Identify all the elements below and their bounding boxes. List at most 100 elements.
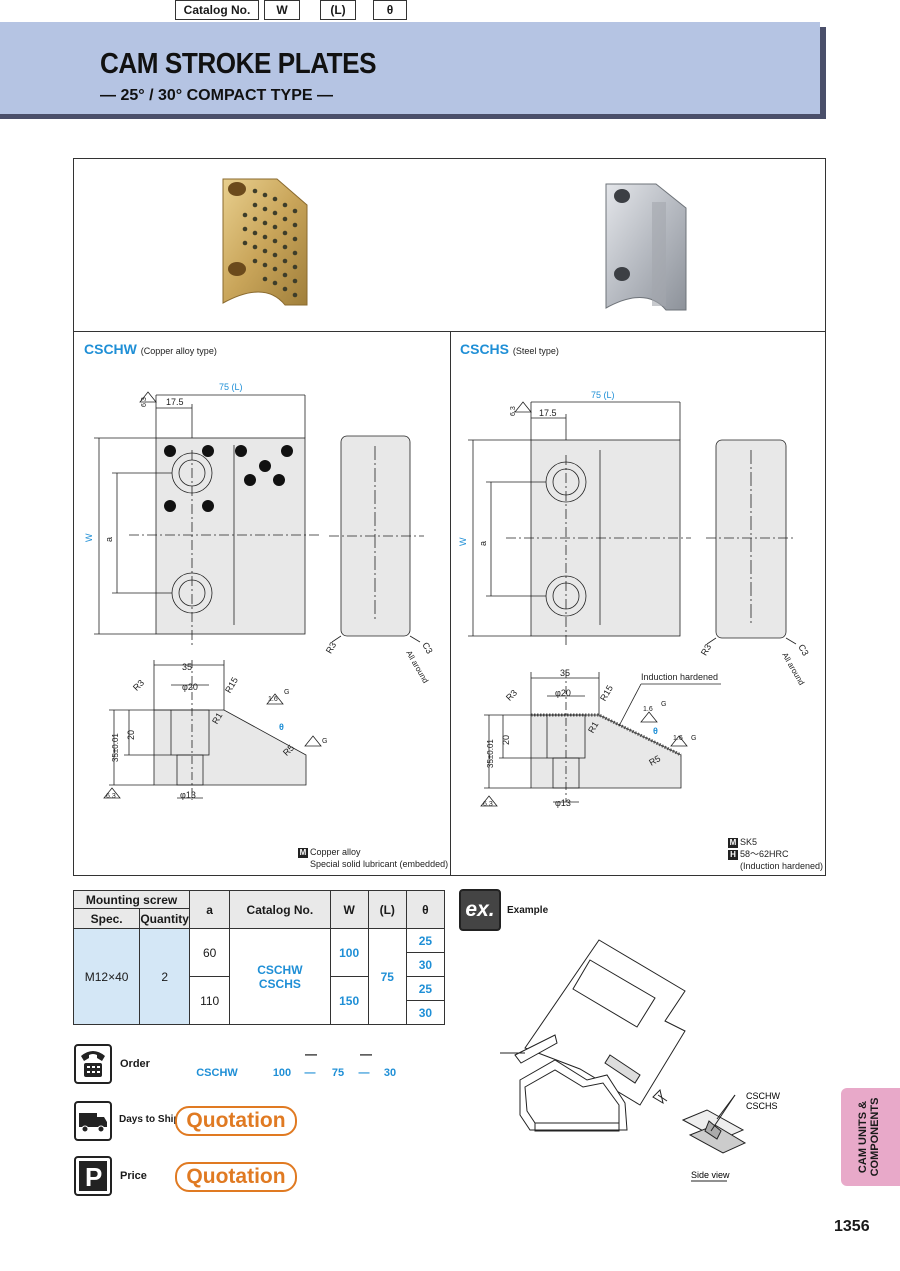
photo-divider <box>73 331 826 332</box>
dia20-left: φ20 <box>182 682 198 692</box>
dim-w-left: W <box>84 533 94 542</box>
cell-w-100: 100 <box>329 928 369 977</box>
order-label: Order <box>120 1058 150 1070</box>
r3b-left: R3 <box>131 678 146 693</box>
truck-icon <box>74 1101 112 1141</box>
cell-theta-4: 30 <box>405 1000 446 1025</box>
h-tag-right: H <box>728 850 738 860</box>
dim-a-left: a <box>104 537 114 542</box>
induction-label: Induction hardened <box>641 672 718 682</box>
catalog-cschw: CSCHW <box>257 962 303 977</box>
dim-35-right: 35 <box>560 668 570 678</box>
dia13-right: φ13 <box>555 798 571 808</box>
r1-left: R1 <box>210 711 224 726</box>
dim-17-5-left: 17.5 <box>166 397 184 407</box>
dia20-right: φ20 <box>555 688 571 698</box>
cell-a-60: 60 <box>189 928 231 977</box>
order-val-dash-2: — <box>358 1067 370 1079</box>
dim-20-left: 20 <box>126 730 136 740</box>
order-val-l: 75 <box>331 1067 345 1079</box>
cell-w-150: 150 <box>329 976 369 1025</box>
th-l: (L) <box>367 890 407 929</box>
dim-75l-left: 75 (L) <box>219 382 243 392</box>
example-callout-cschw: CSCHW <box>746 1091 781 1101</box>
dim-17-5-right: 17.5 <box>539 408 557 418</box>
dim-35tol-left: 35±0.01 <box>111 733 120 762</box>
cschs-hardness-note: (Induction hardened) <box>740 861 824 871</box>
c3-right: C3 <box>796 643 810 658</box>
category-tab[interactable]: CAM UNITS &COMPONENTS <box>841 1088 900 1186</box>
cschw-lubricant: Special solid lubricant (embedded) <box>310 859 449 869</box>
dim-35-left: 35 <box>182 662 192 672</box>
svg-text:P: P <box>85 1162 102 1192</box>
cschw-type: (Copper alloy type) <box>140 346 217 356</box>
category-tab-label: CAM UNITS &COMPONENTS <box>857 1088 881 1186</box>
r3-left: R3 <box>324 640 338 655</box>
category-line-2: COMPONENTS <box>869 1097 881 1177</box>
days-to-ship-quotation: Quotation <box>175 1106 297 1136</box>
cschs-code: CSCHS <box>460 341 510 357</box>
dim-a-right: a <box>478 541 488 546</box>
cell-qty: 2 <box>139 928 191 1025</box>
cschs-hardness: 58～62HRC <box>740 849 789 859</box>
order-col-l: (L) <box>320 0 356 20</box>
price-icon: P <box>74 1156 112 1196</box>
th-a: a <box>189 890 231 929</box>
dim-6-3-right: 6.3 <box>510 406 517 416</box>
dim-75l-right: 75 (L) <box>591 390 615 400</box>
g-left: G <box>284 689 289 696</box>
order-dash-2: — <box>360 1047 372 1061</box>
steel-plate-photo <box>605 183 687 311</box>
column-divider <box>450 331 451 876</box>
cschs-type: (Steel type) <box>512 346 559 356</box>
order-val-dash-1: — <box>304 1067 316 1079</box>
dim-6-3b-right: 6.3 <box>483 801 493 808</box>
g2-left: G <box>322 738 327 745</box>
copper-plate-photo <box>222 178 308 306</box>
order-val-theta: 30 <box>383 1067 397 1079</box>
th-theta: θ <box>405 890 446 929</box>
th-qty: Quantity <box>139 908 191 929</box>
r3b-right: R3 <box>504 688 519 703</box>
cschs-drawing: 75 (L) 17.5 6.3 W a R3 C3 All around 35 … <box>458 390 811 808</box>
th-w: W <box>329 890 369 929</box>
side-view-label: Side view <box>691 1170 730 1180</box>
order-val-w: 100 <box>272 1067 292 1079</box>
m-tag-right: M <box>728 838 738 848</box>
dia13-left: φ13 <box>180 790 196 800</box>
cell-catalog: CSCHW CSCHS <box>229 928 331 1025</box>
dim-6-3b-left: 6.3 <box>106 793 116 800</box>
f16b-right: 1.6 <box>673 735 683 742</box>
example-badge: ex. <box>459 889 501 931</box>
page-title: CAM STROKE PLATES <box>100 48 377 80</box>
f16-left: 1.6 <box>268 696 278 703</box>
th-spec: Spec. <box>72 908 141 929</box>
theta-left: θ <box>279 722 284 732</box>
price-label: Price <box>120 1170 147 1182</box>
cell-theta-2: 30 <box>405 952 446 977</box>
order-val-catalog: CSCHW <box>196 1067 238 1079</box>
cell-theta-1: 25 <box>405 928 446 953</box>
example-label: Example <box>507 905 549 916</box>
example-diagram: CSCHW CSCHS Side view <box>500 939 781 1182</box>
order-col-catalog: Catalog No. <box>175 0 259 20</box>
th-mounting: Mounting screw <box>72 890 191 909</box>
page-subtitle: — 25° / 30° COMPACT TYPE — <box>100 87 333 104</box>
category-line-1: CAM UNITS & <box>857 1100 869 1174</box>
days-to-ship-label: Days to Ship <box>119 1114 180 1125</box>
dim-35tol-right: 35±0.01 <box>486 739 495 768</box>
cschw-material: Copper alloy <box>310 847 361 857</box>
cschs-title: CSCHS (Steel type) <box>460 341 559 357</box>
g-right: G <box>661 701 666 708</box>
c3-left: C3 <box>420 641 434 656</box>
dim-20-right: 20 <box>501 735 511 745</box>
price-quotation: Quotation <box>175 1162 297 1192</box>
theta-right: θ <box>653 726 658 736</box>
cell-l-75: 75 <box>367 928 407 1025</box>
order-col-theta: θ <box>373 0 407 20</box>
header-banner <box>0 22 820 114</box>
dim-w-right: W <box>458 537 468 546</box>
page-number: 1356 <box>834 1218 870 1235</box>
r15-left: R15 <box>223 675 240 694</box>
